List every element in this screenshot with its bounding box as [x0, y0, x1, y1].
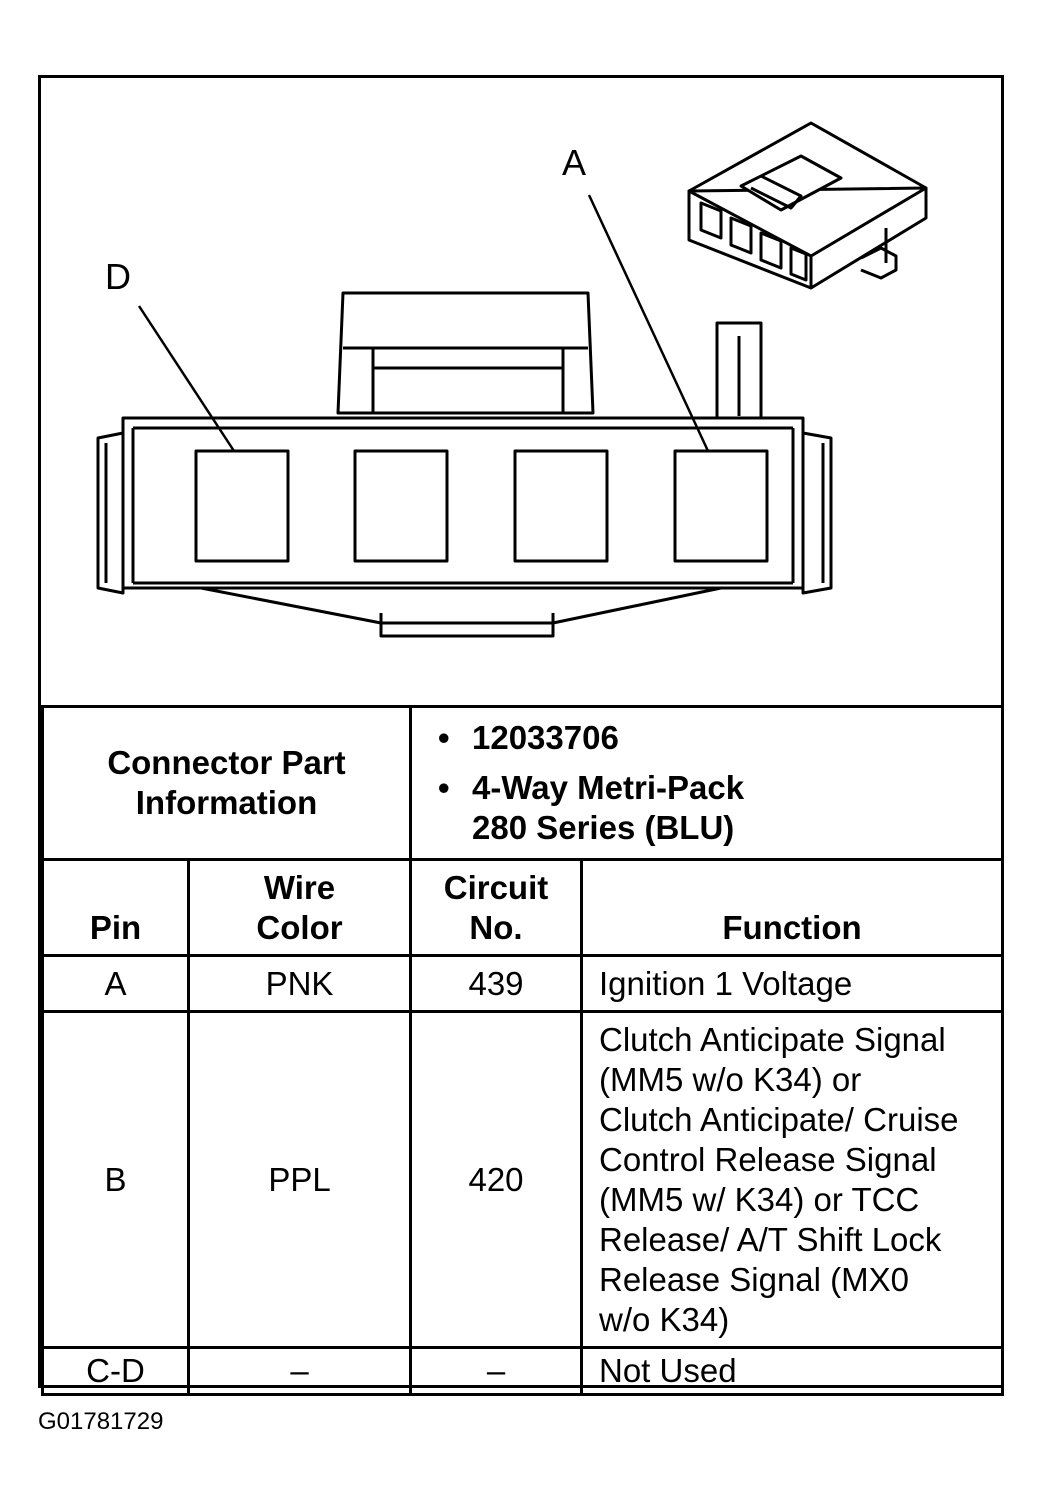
header-wire-color: Wire Color	[187, 858, 412, 957]
pin-cell: C-D	[41, 1346, 190, 1396]
table-row: A PNK 439 Ignition 1 Voltage	[41, 954, 1005, 1013]
connector-isometric-view	[687, 121, 928, 290]
circuit-cell: 439	[409, 954, 583, 1013]
wire-color-cell: PPL	[187, 1010, 412, 1349]
diagram-frame: A D Connector Part Information •12033706…	[38, 75, 1005, 1396]
wire-color-cell: PNK	[187, 954, 412, 1013]
connector-face	[96, 194, 833, 638]
info-title-line2: Information	[135, 784, 318, 821]
header-function: Function	[579, 858, 1005, 957]
table-row: C-D – – Not Used	[41, 1346, 1005, 1396]
pin-cell: A	[41, 954, 190, 1013]
connector-series-item: 280 Series (BLU)	[472, 809, 735, 846]
pin-d-label: D	[105, 256, 131, 297]
figure-id: G01781729	[38, 1408, 164, 1435]
function-cell: Not Used	[579, 1346, 1005, 1396]
connector-drawing	[96, 121, 928, 638]
connector-part-info-header: Connector Part Information	[41, 705, 412, 861]
circuit-cell: –	[409, 1346, 583, 1396]
pin-a-label: A	[562, 142, 587, 183]
circuit-cell: 420	[409, 1010, 583, 1349]
connector-table: Connector Part Information •12033706 •4-…	[41, 705, 1005, 1396]
table-row: B PPL 420 Clutch Anticipate Signal (MM5 …	[41, 1010, 1005, 1349]
pin-cell: B	[41, 1010, 190, 1349]
info-title-line1: Connector Part	[107, 744, 346, 781]
header-pin: Pin	[41, 858, 190, 957]
connector-part-info-values: •12033706 •4-Way Metri-Pack 280 Series (…	[408, 705, 1005, 861]
header-circuit-no: Circuit No.	[409, 858, 583, 957]
function-cell: Ignition 1 Voltage	[579, 954, 1005, 1013]
wire-color-cell: –	[187, 1346, 412, 1396]
connector-type-item: •4-Way Metri-Pack	[438, 769, 745, 806]
function-cell: Clutch Anticipate Signal (MM5 w/o K34) o…	[579, 1010, 1005, 1349]
part-number-item: •12033706	[438, 719, 619, 756]
